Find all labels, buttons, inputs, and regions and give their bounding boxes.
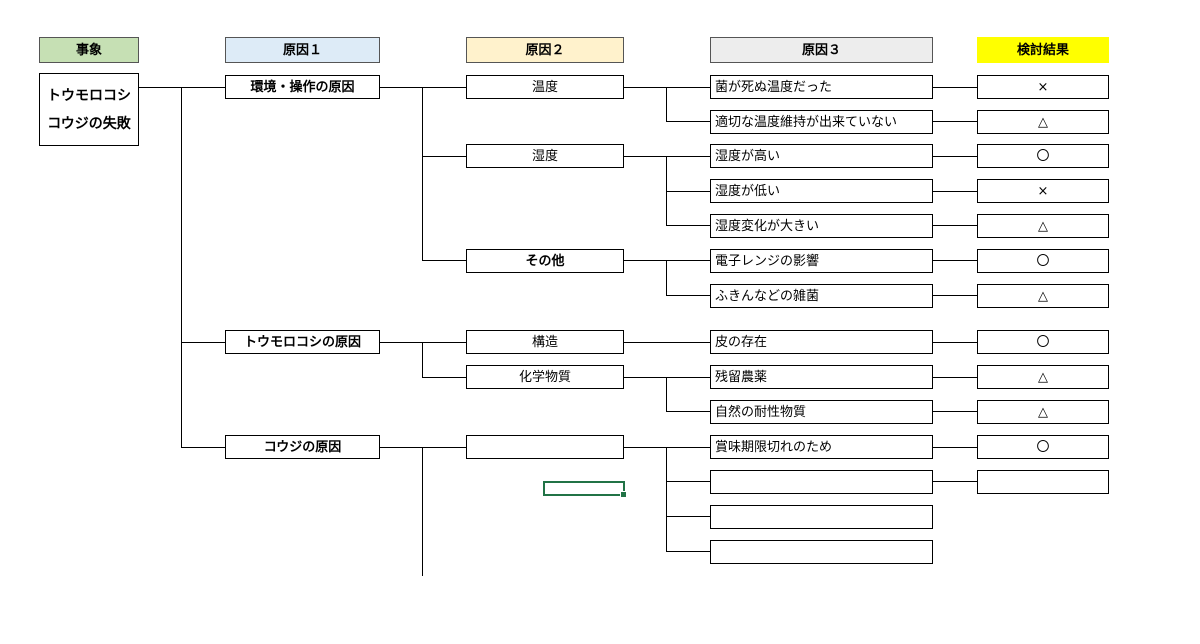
cause3-item[interactable]: 湿度が低い <box>710 179 933 203</box>
result-mark[interactable]: × <box>977 75 1109 99</box>
cause3-item[interactable]: 適切な温度維持が出来ていない <box>710 110 933 134</box>
result-mark[interactable]: × <box>977 179 1109 203</box>
cause3-item[interactable] <box>710 540 933 564</box>
result-mark[interactable]: 〇 <box>977 249 1109 273</box>
cause2-humidity[interactable]: 湿度 <box>466 144 624 168</box>
result-mark[interactable] <box>977 470 1109 494</box>
result-mark[interactable]: △ <box>977 214 1109 238</box>
cause3-item[interactable] <box>710 505 933 529</box>
fill-handle[interactable] <box>620 491 627 498</box>
cause3-item[interactable]: 電子レンジの影響 <box>710 249 933 273</box>
cause3-item[interactable]: 賞味期限切れのため <box>710 435 933 459</box>
result-mark[interactable]: 〇 <box>977 435 1109 459</box>
cause2-temperature[interactable]: 温度 <box>466 75 624 99</box>
cause3-item[interactable]: 自然の耐性物質 <box>710 400 933 424</box>
result-mark[interactable]: 〇 <box>977 330 1109 354</box>
cause3-item[interactable]: 皮の存在 <box>710 330 933 354</box>
cause3-item[interactable]: ふきんなどの雑菌 <box>710 284 933 308</box>
cause3-item[interactable]: 残留農薬 <box>710 365 933 389</box>
event-label-line2: コウジの失敗 <box>47 115 131 132</box>
event-box[interactable]: トウモロコシ コウジの失敗 <box>39 73 139 146</box>
header-result: 検討結果 <box>977 37 1109 63</box>
cause2-empty[interactable] <box>466 435 624 459</box>
cause3-item[interactable] <box>710 470 933 494</box>
cause2-chemical[interactable]: 化学物質 <box>466 365 624 389</box>
selected-cell[interactable] <box>543 481 627 498</box>
result-mark[interactable]: △ <box>977 284 1109 308</box>
cause3-item[interactable]: 菌が死ぬ温度だった <box>710 75 933 99</box>
header-event: 事象 <box>39 37 139 63</box>
cause1-environment-operation[interactable]: 環境・操作の原因 <box>225 75 380 99</box>
cause3-item[interactable]: 湿度変化が大きい <box>710 214 933 238</box>
cause3-item[interactable]: 湿度が高い <box>710 144 933 168</box>
result-mark[interactable]: △ <box>977 110 1109 134</box>
header-cause3: 原因３ <box>710 37 933 63</box>
result-mark[interactable]: △ <box>977 365 1109 389</box>
event-label-line1: トウモロコシ <box>47 87 131 104</box>
result-mark[interactable]: 〇 <box>977 144 1109 168</box>
cause1-corn[interactable]: トウモロコシの原因 <box>225 330 380 354</box>
header-cause2: 原因２ <box>466 37 624 63</box>
cause2-structure[interactable]: 構造 <box>466 330 624 354</box>
header-cause1: 原因１ <box>225 37 380 63</box>
cause2-other[interactable]: その他 <box>466 249 624 273</box>
result-mark[interactable]: △ <box>977 400 1109 424</box>
cause1-koji[interactable]: コウジの原因 <box>225 435 380 459</box>
